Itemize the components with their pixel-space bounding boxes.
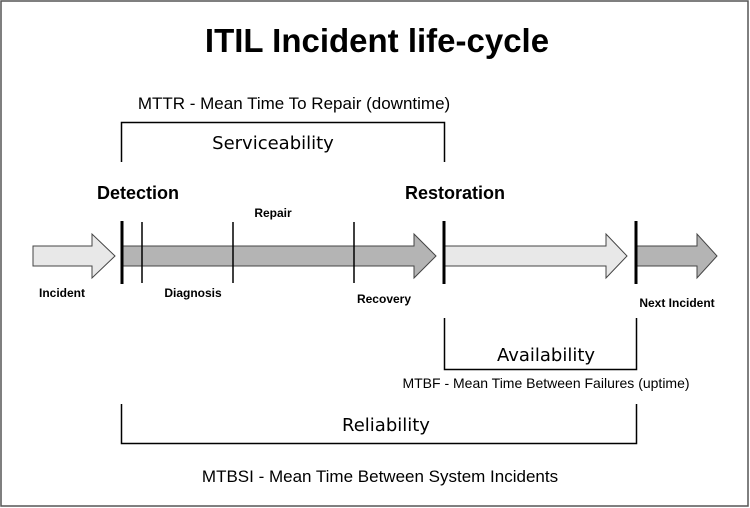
restoration-label: Restoration: [405, 183, 505, 203]
next-downtime-arrow: [636, 232, 718, 280]
diagram-title: ITIL Incident life-cycle: [205, 22, 549, 59]
diagnosis-label: Diagnosis: [164, 286, 222, 300]
serviceability-bracket: [120, 121, 446, 162]
mttr-label: MTTR - Mean Time To Repair (downtime): [138, 94, 450, 113]
repair-label: Repair: [254, 206, 292, 220]
mtbf-label: MTBF - Mean Time Between Failures (uptim…: [402, 375, 689, 391]
incident-label: Incident: [39, 286, 85, 300]
reliability-label: Reliability: [342, 415, 430, 436]
detection-label: Detection: [97, 183, 179, 203]
availability-label: Availability: [497, 345, 595, 366]
availability-bracket: [443, 318, 638, 371]
mtbsi-label: MTBSI - Mean Time Between System Inciden…: [202, 467, 558, 486]
recovery-label: Recovery: [357, 292, 411, 306]
serviceability-label: Serviceability: [212, 133, 334, 154]
downtime-arrow: [121, 232, 437, 280]
incident-arrow: [32, 232, 116, 280]
next-incident-label: Next Incident: [639, 296, 714, 310]
uptime-arrow: [444, 232, 628, 280]
reliability-bracket: [120, 404, 638, 445]
